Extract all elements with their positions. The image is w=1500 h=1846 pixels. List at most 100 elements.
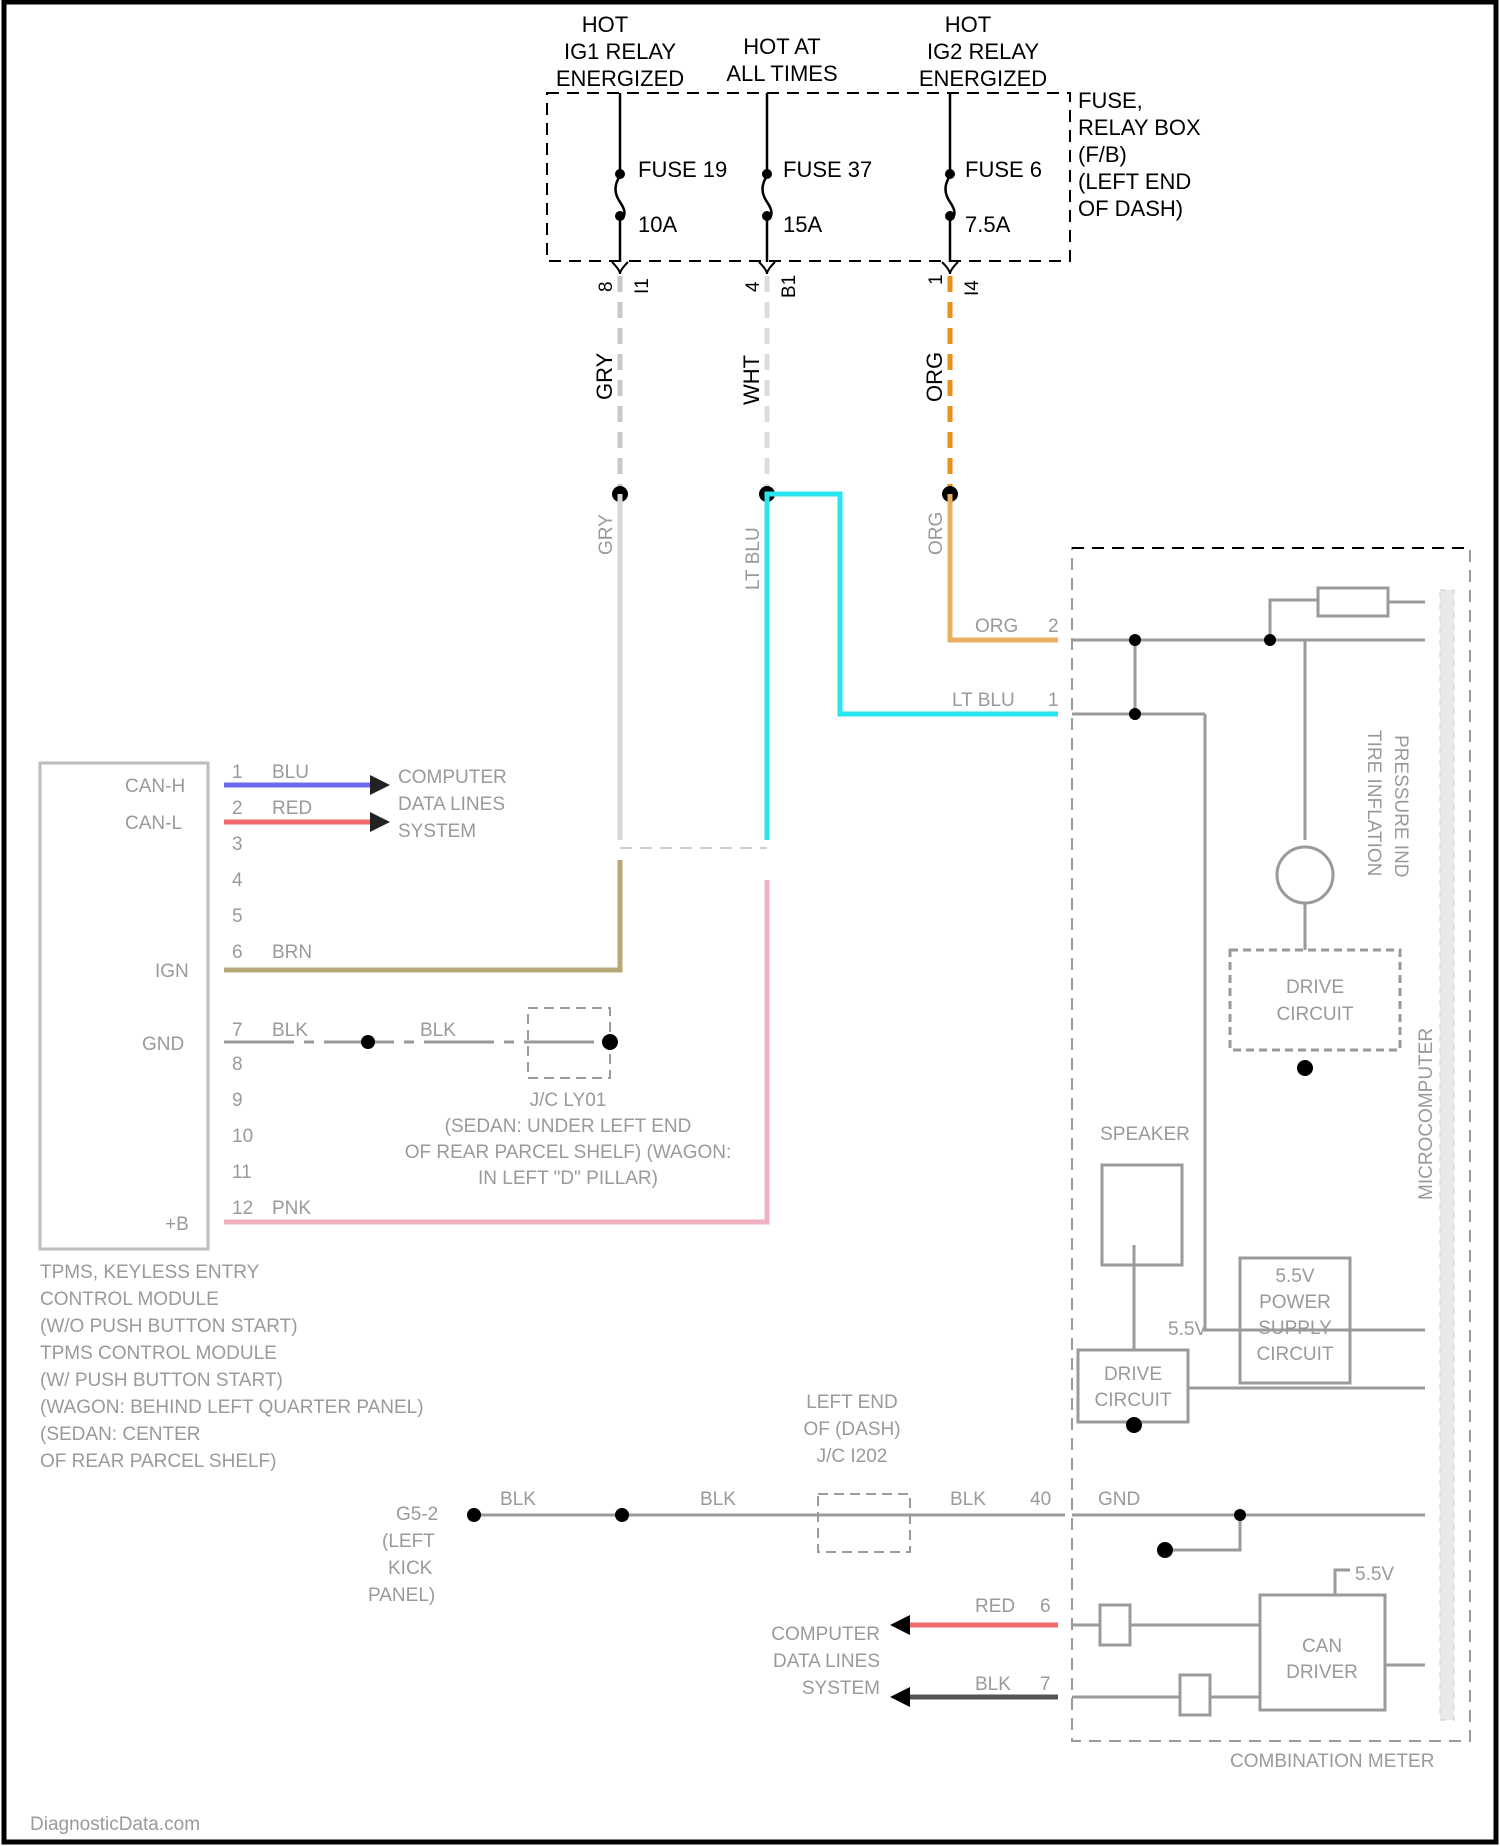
svg-text:1: 1 [232,762,243,783]
wire-gry-label: GRY [592,352,617,400]
svg-text:OF REAR PARCEL SHELF) (WAGON:: OF REAR PARCEL SHELF) (WAGON: [405,1142,732,1163]
pin-can-h: CAN-H [125,776,185,797]
fuse-37-name: FUSE 37 [783,157,872,182]
watermark: DiagnosticData.com [30,1814,200,1835]
svg-text:DATA LINES: DATA LINES [398,794,505,815]
svg-text:PNK: PNK [272,1198,311,1219]
svg-text:9: 9 [232,1090,243,1111]
power-col1-line2: IG1 RELAY [564,39,676,64]
fuse-labels: FUSE 19 10A FUSE 37 15A FUSE 6 7.5A [638,157,1042,237]
tpms-caption: TPMS, KEYLESS ENTRY CONTROL MODULE (W/O … [40,1262,424,1472]
page-border [4,2,1496,1842]
svg-text:3: 3 [232,834,243,855]
pin-b: +B [165,1214,189,1235]
svg-text:5.5V: 5.5V [1275,1266,1314,1287]
svg-text:DRIVE: DRIVE [1104,1364,1162,1385]
svg-text:TIRE INFLATION: TIRE INFLATION [1363,730,1384,876]
power-col1-line3: ENERGIZED [556,66,684,91]
fuse-box-line1: FUSE, [1078,88,1143,113]
svg-text:OF (DASH): OF (DASH) [803,1419,900,1440]
svg-text:SYSTEM: SYSTEM [398,821,476,842]
svg-text:BLK: BLK [420,1020,456,1041]
connector-B1: B1 [779,275,800,298]
fuse-6-name: FUSE 6 [965,157,1042,182]
svg-text:40: 40 [1030,1489,1051,1510]
ground-circuit: G5-2 (LEFT KICK PANEL) BLK BLK BLK LEFT … [368,1392,1065,1606]
svg-text:CIRCUIT: CIRCUIT [1256,1344,1333,1365]
svg-text:J/C LY01: J/C LY01 [530,1090,607,1111]
svg-text:BLK: BLK [700,1489,736,1510]
wire-ltblu-meter [767,494,1058,714]
svg-text:BLK: BLK [975,1674,1011,1695]
svg-text:BLU: BLU [272,762,309,783]
pin-4: 4 [743,281,764,292]
lower-org-label: ORG [926,512,947,555]
svg-text:POWER: POWER [1259,1292,1331,1313]
svg-text:BLK: BLK [272,1020,308,1041]
tpms-pin-numbers: 1 2 3 4 5 6 7 8 9 10 11 12 [232,762,253,1219]
svg-text:SPEAKER: SPEAKER [1100,1124,1190,1145]
meter-dots [1126,634,1313,1558]
fuse-6-rating: 7.5A [965,212,1011,237]
svg-text:ORG: ORG [975,616,1018,637]
svg-text:DRIVE: DRIVE [1286,977,1344,998]
svg-text:TPMS, KEYLESS ENTRY: TPMS, KEYLESS ENTRY [40,1262,260,1283]
svg-text:8: 8 [232,1054,243,1075]
svg-text:5.5V: 5.5V [1355,1564,1394,1585]
power-col3-line3: ENERGIZED [919,66,1047,91]
fuse-box-line4: (LEFT END [1078,169,1191,194]
svg-text:J/C I202: J/C I202 [817,1446,888,1467]
fuse-box-line5: OF DASH) [1078,196,1183,221]
tpms-module-pins: CAN-H CAN-L IGN GND +B [125,776,189,1235]
svg-text:5: 5 [232,906,243,927]
svg-text:7: 7 [1040,1674,1051,1695]
svg-text:PANEL): PANEL) [368,1585,435,1606]
svg-text:(SEDAN: CENTER: (SEDAN: CENTER [40,1424,200,1445]
svg-text:5.5V: 5.5V [1168,1319,1207,1340]
svg-text:6: 6 [232,942,243,963]
power-col3-line2: IG2 RELAY [927,39,1039,64]
svg-text:COMPUTER: COMPUTER [771,1624,880,1645]
svg-text:2: 2 [1048,616,1059,637]
lower-wire-labels: GRY LT BLU ORG [596,512,947,590]
svg-text:LT BLU: LT BLU [952,690,1015,711]
svg-text:IN LEFT "D" PILLAR): IN LEFT "D" PILLAR) [478,1168,658,1189]
svg-text:(SEDAN: UNDER LEFT END: (SEDAN: UNDER LEFT END [445,1116,692,1137]
svg-text:2: 2 [232,798,243,819]
svg-text:CAN: CAN [1302,1636,1342,1657]
fuse-box-line2: RELAY BOX [1078,115,1201,140]
svg-text:10: 10 [232,1126,253,1147]
meter-data-lines: COMPUTER DATA LINES SYSTEM RED BLK 6 7 [771,1596,1058,1707]
connector-I4: I4 [962,280,983,296]
svg-text:(W/O PUSH BUTTON START): (W/O PUSH BUTTON START) [40,1316,298,1337]
svg-text:12: 12 [232,1198,253,1219]
svg-text:RED: RED [272,798,312,819]
lower-wires [224,494,1058,1222]
svg-text:TPMS CONTROL MODULE: TPMS CONTROL MODULE [40,1343,277,1364]
svg-text:BRN: BRN [272,942,312,963]
svg-text:7: 7 [232,1020,243,1041]
wire-org-label: ORG [922,352,947,402]
tpms-module-box [40,763,208,1249]
svg-text:PRESSURE IND: PRESSURE IND [1390,735,1411,878]
svg-text:RED: RED [975,1596,1015,1617]
svg-text:11: 11 [232,1162,252,1183]
svg-text:CIRCUIT: CIRCUIT [1276,1004,1353,1025]
svg-text:BLK: BLK [950,1489,986,1510]
upper-wires [620,276,950,496]
svg-text:DATA LINES: DATA LINES [773,1651,880,1672]
fuse-37-rating: 15A [783,212,822,237]
can-arrows [370,775,390,832]
svg-text:(LEFT: (LEFT [382,1531,435,1552]
svg-text:KICK: KICK [388,1558,433,1579]
lower-gry-label: GRY [596,514,617,555]
svg-text:SYSTEM: SYSTEM [802,1678,880,1699]
svg-text:LEFT END: LEFT END [806,1392,898,1413]
svg-text:CIRCUIT: CIRCUIT [1094,1390,1171,1411]
pin-gnd: GND [142,1034,184,1055]
svg-text:MICROCOMPUTER: MICROCOMPUTER [1416,1028,1437,1200]
microcomputer-bar [1440,590,1454,1720]
svg-text:6: 6 [1040,1596,1051,1617]
power-col3-line1: HOT [945,12,991,37]
